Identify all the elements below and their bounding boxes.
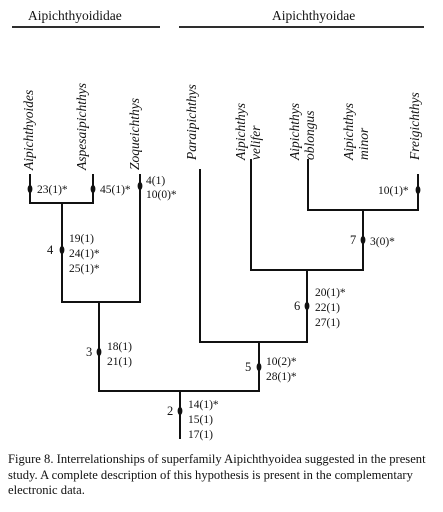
mark-node-5	[256, 363, 262, 371]
node-5-character-1: 10(2)*	[266, 356, 297, 368]
characters-aipichthyoides: 23(1)*	[37, 184, 68, 196]
taxon-aipichthys-minor: Aipichthys minor	[341, 103, 371, 161]
node-4-character-2: 24(1)*	[69, 248, 100, 260]
taxon-label: Aspesaipichthys	[74, 83, 89, 171]
mark-freigichthys	[415, 186, 421, 194]
taxon-label-line2: velifer	[248, 125, 263, 160]
mark-node-4	[59, 246, 65, 254]
taxon-aipichthys-velifer: Aipichthys velifer	[233, 103, 263, 161]
taxon-label-line1: Aipichthys	[341, 103, 356, 161]
taxon-label-line1: Aipichthys	[233, 103, 248, 161]
node-number-7: 7	[350, 233, 356, 247]
taxon-label: Aipichthyoides	[21, 90, 36, 171]
taxon-zoqueichthys: Zoqueichthys	[127, 98, 142, 170]
header-aipichthyoidae: Aipichthyoidae	[272, 8, 355, 23]
characters-zoqueichthys-1: 4(1)	[146, 175, 165, 187]
node-number-6: 6	[294, 299, 300, 313]
tree-branches	[29, 159, 419, 439]
node-3-character-2: 21(1)	[107, 356, 132, 368]
taxon-label: Zoqueichthys	[127, 98, 142, 170]
node-2-character-1: 14(1)*	[188, 399, 219, 411]
taxon-label-line1: Aipichthys	[287, 103, 302, 161]
characters-freigichthys: 10(1)*	[378, 185, 409, 197]
mark-node-3	[96, 348, 102, 356]
figure-caption: Figure 8. Interrelationships of superfam…	[8, 452, 426, 497]
mark-aipichthyoides	[27, 185, 33, 193]
mark-node-6	[304, 302, 310, 310]
taxon-freigichthys: Freigichthys	[407, 92, 422, 161]
mark-node-2	[177, 407, 183, 415]
taxon-label: Freigichthys	[407, 92, 422, 161]
node-4-character-3: 25(1)*	[69, 263, 100, 275]
node-number-4: 4	[47, 243, 54, 257]
header-aipichthyoididae: Aipichthyoididae	[28, 8, 122, 23]
taxon-label-line2: oblongus	[302, 110, 317, 160]
character-marks	[27, 182, 421, 415]
mark-node-7	[360, 236, 366, 244]
node-3-character-1: 18(1)	[107, 341, 132, 353]
taxon-aipichthyoides: Aipichthyoides	[21, 90, 36, 171]
node-5-character-2: 28(1)*	[266, 371, 297, 383]
mark-zoqueichthys	[137, 182, 143, 190]
taxon-paraipichthys: Paraipichthys	[184, 84, 199, 161]
node-2-character-2: 15(1)	[188, 414, 213, 426]
node-6-character-3: 27(1)	[315, 317, 340, 329]
taxon-aspesaipichthys: Aspesaipichthys	[74, 83, 89, 171]
characters-aspesaipichthys: 45(1)*	[100, 184, 131, 196]
node-7-character-1: 3(0)*	[370, 236, 395, 248]
taxon-aipichthys-oblongus: Aipichthys oblongus	[287, 103, 317, 161]
characters-zoqueichthys-2: 10(0)*	[146, 189, 177, 201]
node-4-character-1: 19(1)	[69, 233, 94, 245]
node-number-5: 5	[245, 360, 251, 374]
taxon-label-line2: minor	[356, 127, 371, 160]
node-6-character-2: 22(1)	[315, 302, 340, 314]
taxon-label: Paraipichthys	[184, 84, 199, 161]
node-2-character-3: 17(1)	[188, 429, 213, 441]
mark-aspesaipichthys	[90, 185, 96, 193]
node-number-2: 2	[167, 404, 173, 418]
node-number-3: 3	[86, 345, 92, 359]
node-6-character-1: 20(1)*	[315, 287, 346, 299]
